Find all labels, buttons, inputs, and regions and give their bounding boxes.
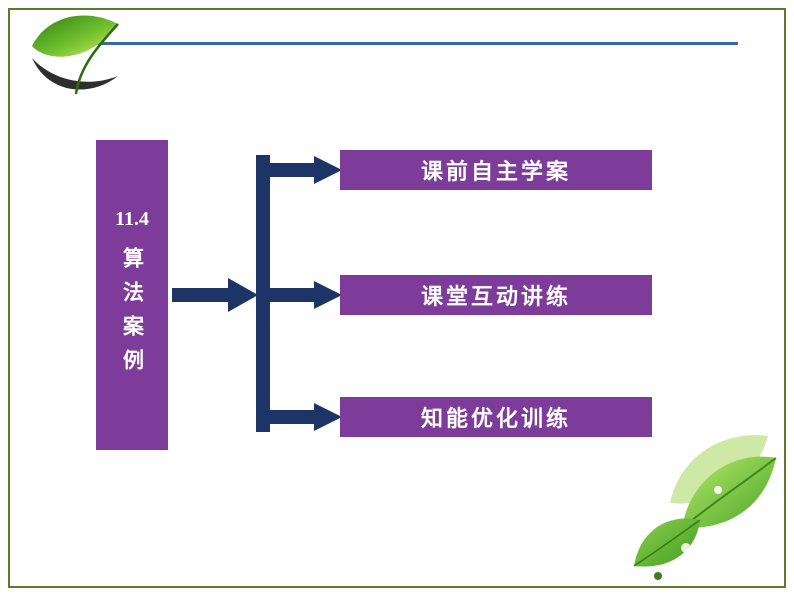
top-left-leaf-decoration: [32, 15, 119, 95]
header-rule-line: [86, 42, 738, 45]
item-node-pre-class-study[interactable]: 课前自主学案: [340, 150, 652, 190]
chapter-node: 11.4 算法案例: [96, 140, 168, 450]
main-arrow-shaft: [172, 288, 230, 302]
leaf-shape: [32, 15, 118, 57]
branch-arrow-middle-head: [314, 281, 342, 309]
branch-bar: [256, 155, 270, 432]
water-droplet: [681, 543, 691, 553]
lower-leaf-vein: [633, 519, 701, 567]
item-node-optimization-training[interactable]: 知能优化训练: [340, 397, 652, 437]
leaf-dot: [654, 572, 662, 580]
bottom-right-leaf-decoration: [633, 435, 777, 580]
leaf-shadow-shape: [32, 58, 118, 90]
leaf-stem: [74, 23, 119, 95]
water-droplet: [714, 486, 722, 494]
main-arrow-head: [228, 278, 258, 312]
item-node-classroom-interactive[interactable]: 课堂互动讲练: [340, 275, 652, 315]
lower-leaf-shape: [634, 518, 700, 567]
branch-arrow-bottom-head: [314, 403, 342, 431]
pale-leaf-shape: [670, 435, 768, 504]
main-leaf-vein: [681, 457, 777, 529]
branch-arrow-top-shaft: [270, 163, 316, 177]
branch-arrow-middle-shaft: [270, 288, 316, 302]
branch-arrow-bottom-shaft: [270, 410, 316, 424]
chapter-title: 算法案例: [120, 246, 144, 383]
main-leaf-shape: [682, 456, 776, 529]
branch-arrow-top-head: [314, 156, 342, 184]
chapter-number: 11.4: [115, 207, 149, 230]
